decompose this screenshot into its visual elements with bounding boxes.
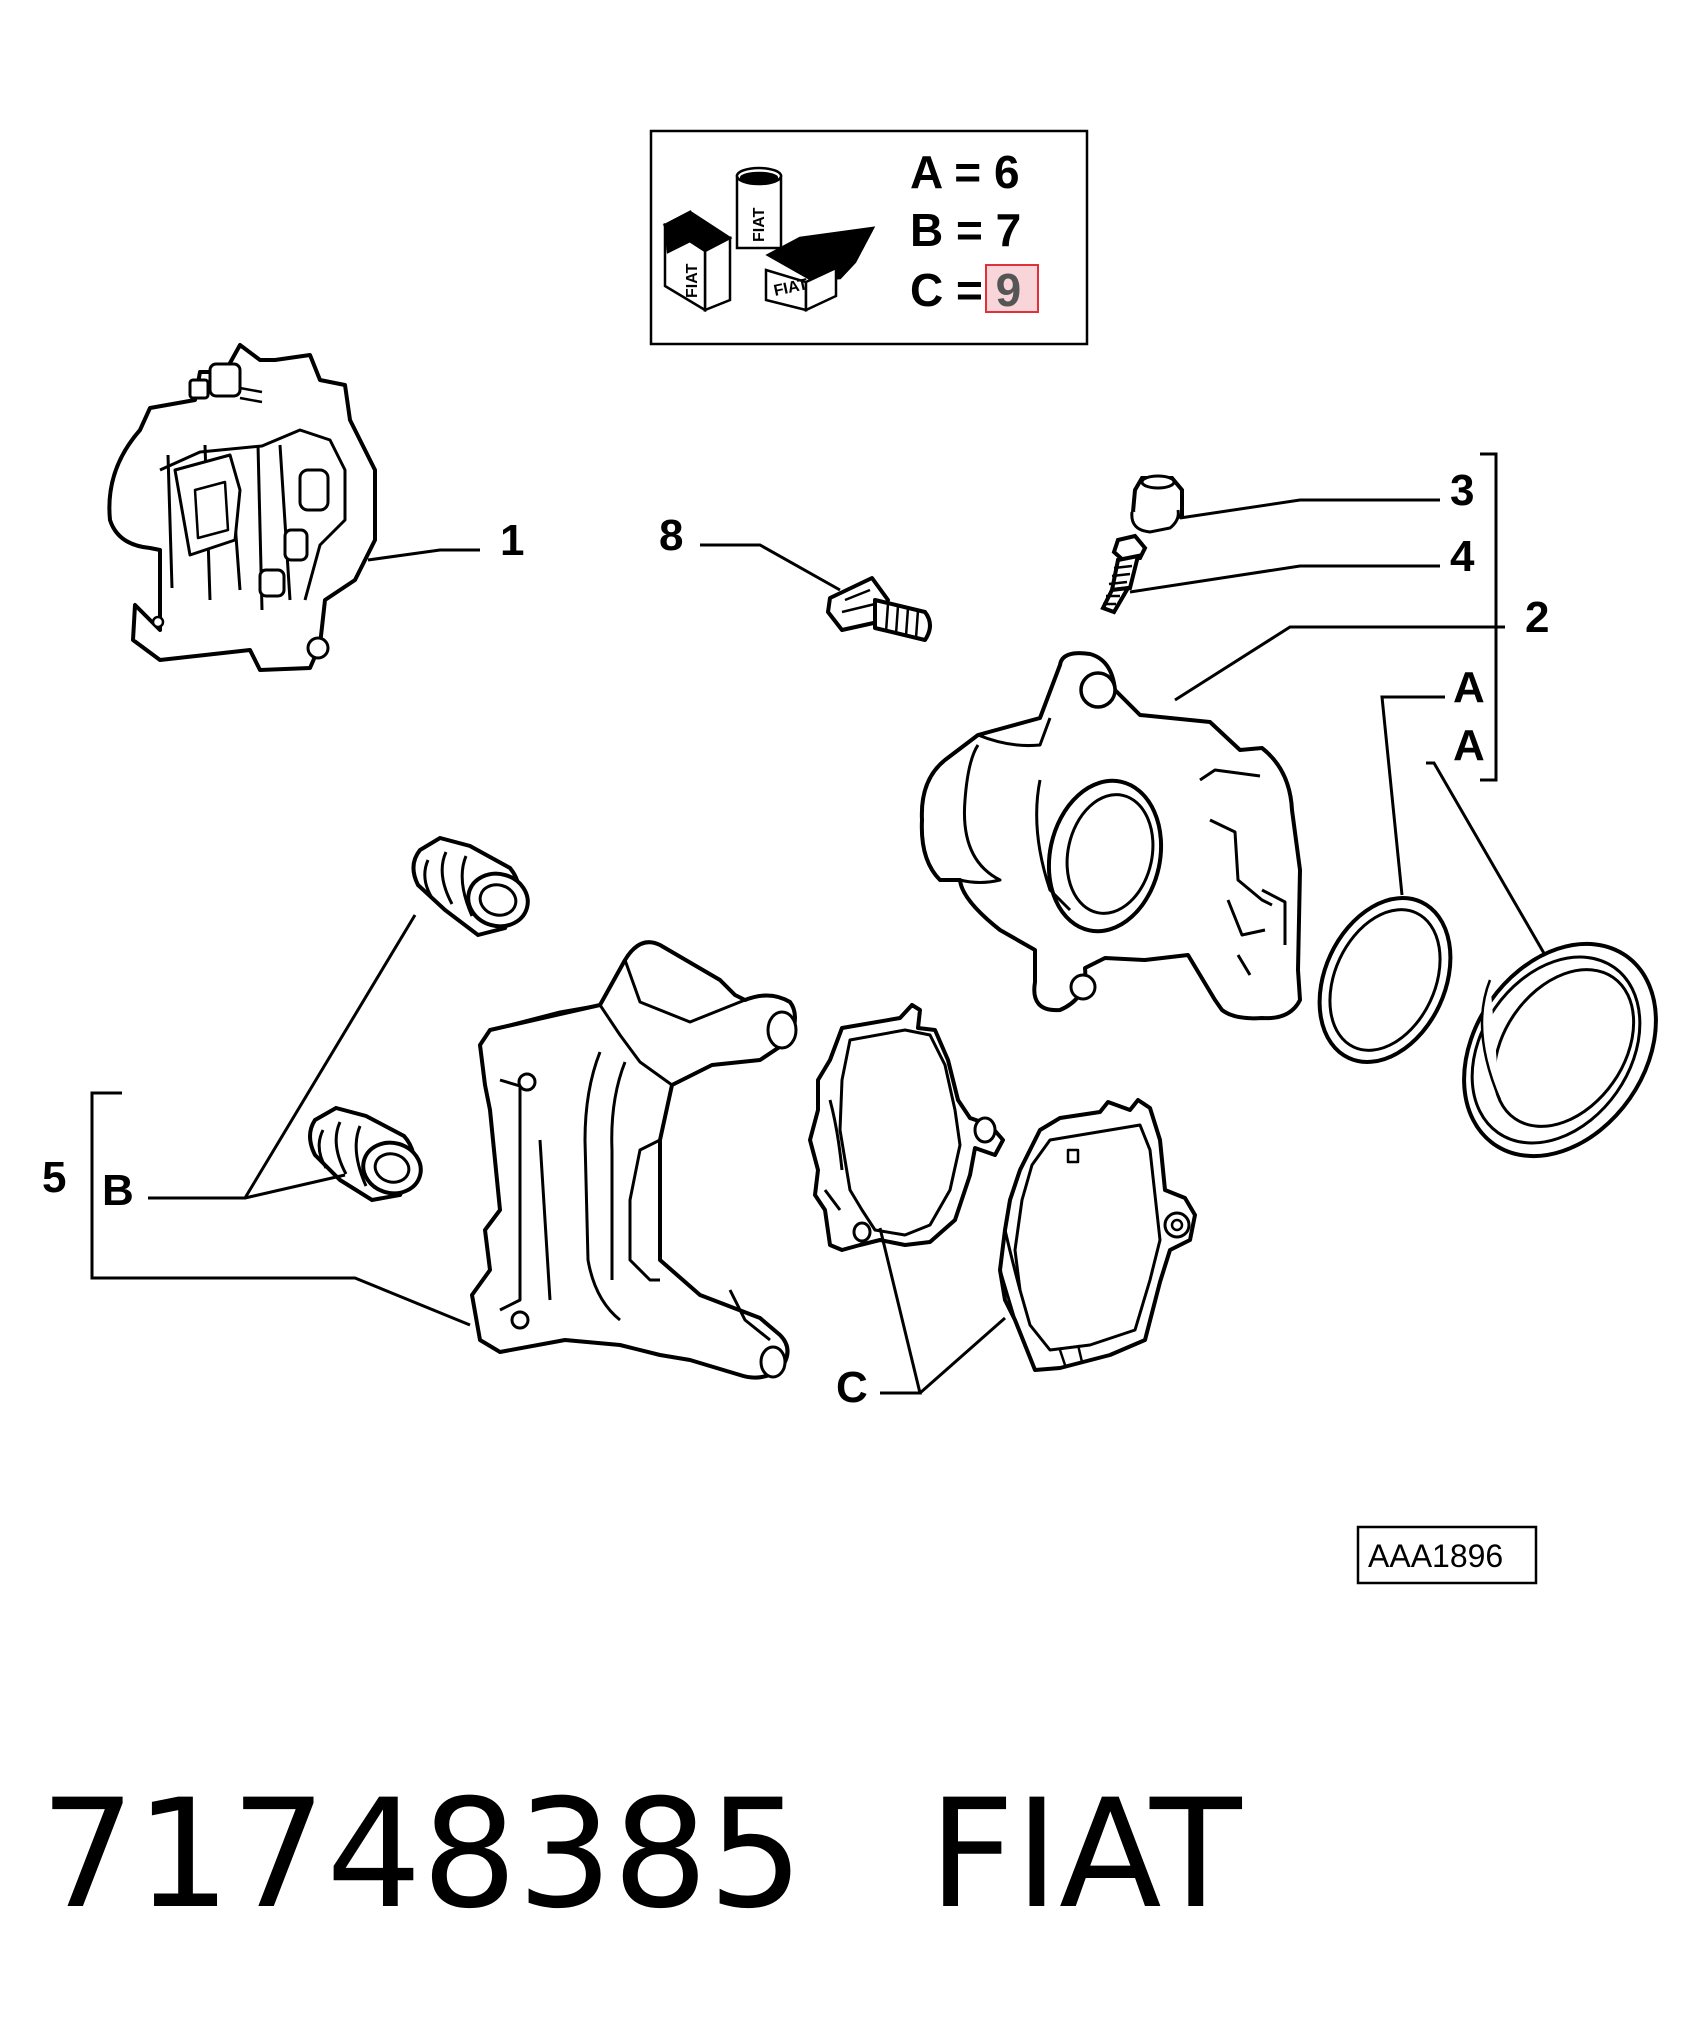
bolt-part-8 — [826, 576, 932, 642]
callout-1: 1 — [500, 516, 524, 565]
dust-boot-part-a — [1462, 941, 1658, 1159]
reference-code: AAA1896 — [1368, 1538, 1503, 1574]
bleed-screw-part-4 — [1100, 533, 1148, 615]
svg-text:FIAT: FIAT — [751, 207, 768, 242]
callout-8: 8 — [659, 511, 683, 560]
guide-bush-upper-part-b — [411, 835, 530, 938]
caliper-body-part-2 — [919, 651, 1302, 1021]
exploded-brake-caliper-diagram: FIAT FIAT FIAT A = 6 B = 7 C = 9 — [42, 129, 1658, 1585]
svg-text:FIAT: FIAT — [772, 276, 809, 300]
bleed-cap-part-3 — [1130, 474, 1184, 534]
legend-box: FIAT FIAT FIAT A = 6 B = 7 C = 9 — [649, 129, 1089, 346]
reference-code-box: AAA1896 — [1356, 1525, 1538, 1585]
legend-row-c: C = 9 — [910, 264, 1021, 316]
brake-pad-left-part-c — [808, 1003, 1005, 1252]
part-number: 71748385 — [40, 1768, 804, 1942]
callout-4: 4 — [1450, 532, 1475, 581]
carrier-bracket-part-5 — [470, 940, 798, 1380]
callout-c: C — [836, 1363, 868, 1412]
fiat-parts-box-icon: FIAT FIAT FIAT — [662, 166, 876, 313]
caliper-assembly-part-1 — [107, 343, 377, 672]
legend-row-a: A = 6 — [910, 146, 1020, 198]
seal-ring-part-a — [1317, 896, 1453, 1064]
callout-2: 2 — [1525, 593, 1549, 642]
leader-lines — [90, 452, 1547, 1395]
brand-name: FIAT — [928, 1768, 1242, 1942]
callout-b: B — [102, 1166, 134, 1215]
guide-bush-lower-part-b — [308, 1105, 423, 1203]
callout-a-upper: A — [1453, 663, 1485, 712]
svg-text:FIAT: FIAT — [684, 263, 701, 298]
callout-3: 3 — [1450, 466, 1474, 515]
callout-a-lower: A — [1453, 721, 1485, 770]
brake-pad-right-part-c — [998, 1098, 1197, 1372]
legend-row-b: B = 7 — [910, 204, 1021, 256]
legend-highlight — [985, 264, 1039, 313]
callout-5: 5 — [42, 1153, 66, 1202]
